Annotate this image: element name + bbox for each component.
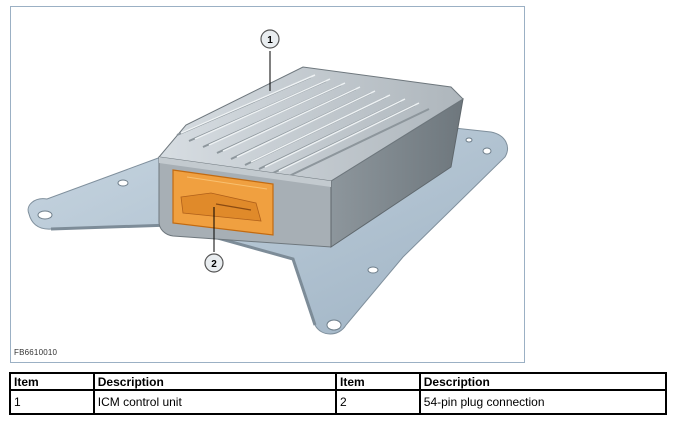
icm-drawing: 1 2 xyxy=(27,29,508,335)
header-description: Description xyxy=(92,372,338,391)
header-item: Item xyxy=(335,372,421,391)
legend-header-row: Item Description Item Description xyxy=(9,372,668,391)
callout-1-label: 1 xyxy=(267,35,273,46)
module-illustration: 1 2 FB6610010 xyxy=(10,6,525,363)
legend-row: 1 ICM control unit 2 54-pin plug connect… xyxy=(9,389,668,415)
plate-hole xyxy=(37,210,53,220)
plate-hole xyxy=(117,179,129,187)
callout-1 xyxy=(260,29,280,49)
plate-hole xyxy=(326,319,342,331)
figure-code: FB6610010 xyxy=(14,348,58,357)
legend-item-description: 54-pin plug connection xyxy=(418,389,668,415)
header-description: Description xyxy=(418,372,668,391)
callout-2-label: 2 xyxy=(211,259,217,270)
plate-hole xyxy=(465,137,473,143)
legend-item-number: 2 xyxy=(335,389,421,415)
legend-table: Item Description Item Description 1 ICM … xyxy=(9,372,668,415)
plate-hole xyxy=(367,266,379,274)
header-item: Item xyxy=(9,372,95,391)
legend-item-description: ICM control unit xyxy=(92,389,338,415)
callout-2 xyxy=(204,253,224,273)
plate-hole xyxy=(482,147,492,155)
legend-item-number: 1 xyxy=(9,389,95,415)
